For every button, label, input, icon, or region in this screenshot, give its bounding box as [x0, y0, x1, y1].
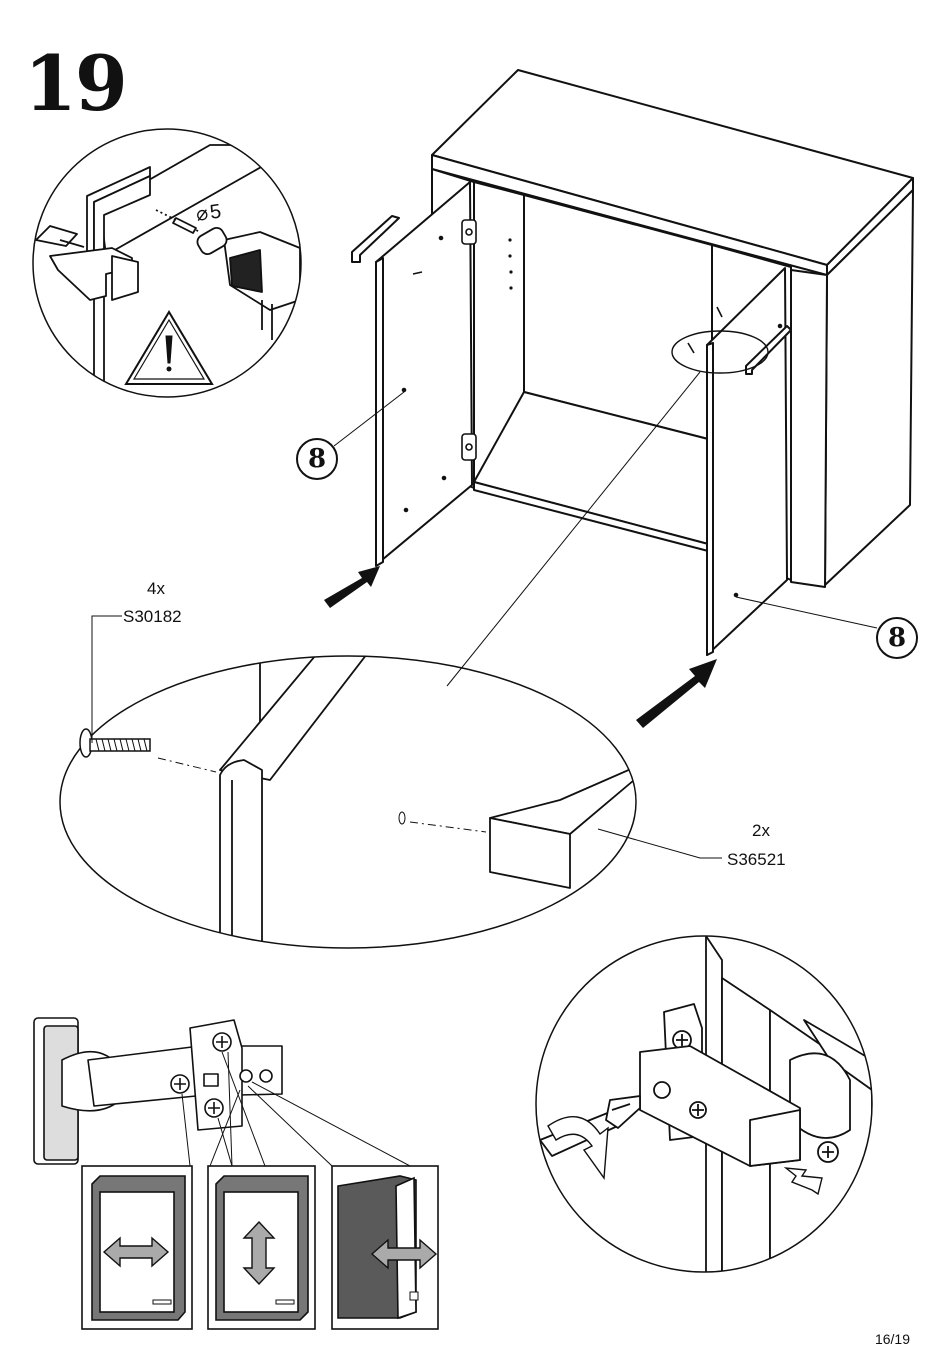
drill-diameter-label: ⌀5 [195, 201, 225, 225]
cabinet [432, 70, 913, 587]
drill-detail [33, 129, 301, 400]
screw-code: S30182 [123, 608, 182, 625]
left-door [352, 182, 472, 566]
part-callout-left-door: 8 [296, 438, 338, 480]
screw-leader [92, 616, 122, 743]
screw-quantity: 4x [147, 580, 165, 597]
step-number: 19 [24, 46, 126, 122]
bumper-code: S36521 [727, 851, 786, 868]
page-number: 16/19 [875, 1331, 910, 1347]
hinge-diagram [34, 1018, 282, 1164]
screw-icon [80, 729, 150, 757]
screwdriver-detail [536, 936, 872, 1280]
warning-triangle-icon [126, 312, 212, 384]
arrow-icon [324, 566, 717, 728]
part-callout-right-door: 8 [876, 617, 918, 659]
bumper-quantity: 2x [752, 822, 770, 839]
hardware-detail [60, 616, 722, 960]
